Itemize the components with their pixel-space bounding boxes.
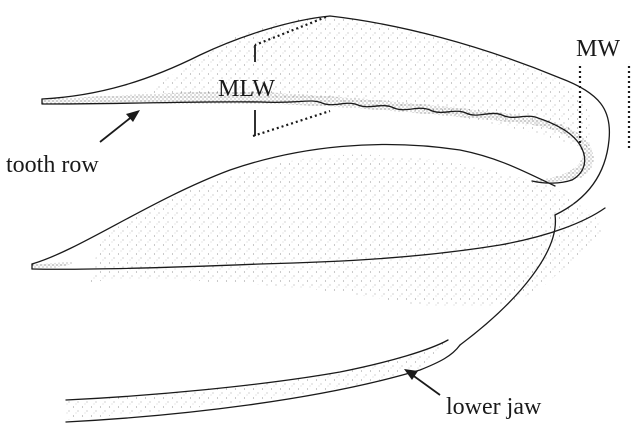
mw-label: MW bbox=[576, 36, 620, 62]
lower-jaw-tip-stipple bbox=[32, 262, 75, 269]
tooth-row-arrow-shaft bbox=[100, 115, 134, 142]
lower-jaw-arrow bbox=[404, 369, 440, 395]
upper-jaw-stipple bbox=[140, 16, 590, 150]
tooth-row-label: tooth row bbox=[6, 152, 99, 178]
mlw-label: MLW bbox=[218, 76, 275, 102]
lower-jaw-arrow-shaft bbox=[411, 374, 440, 395]
lower-jaw-stipple bbox=[90, 155, 605, 308]
lower-jaw bbox=[66, 340, 460, 422]
lower-jaw-label: lower jaw bbox=[446, 394, 542, 420]
mlw-dotted-bottom bbox=[253, 111, 330, 136]
lower-jaw-body bbox=[32, 144, 605, 345]
lower-jaw-ramus-stipple bbox=[66, 340, 448, 420]
tooth-row-arrow bbox=[100, 110, 140, 142]
